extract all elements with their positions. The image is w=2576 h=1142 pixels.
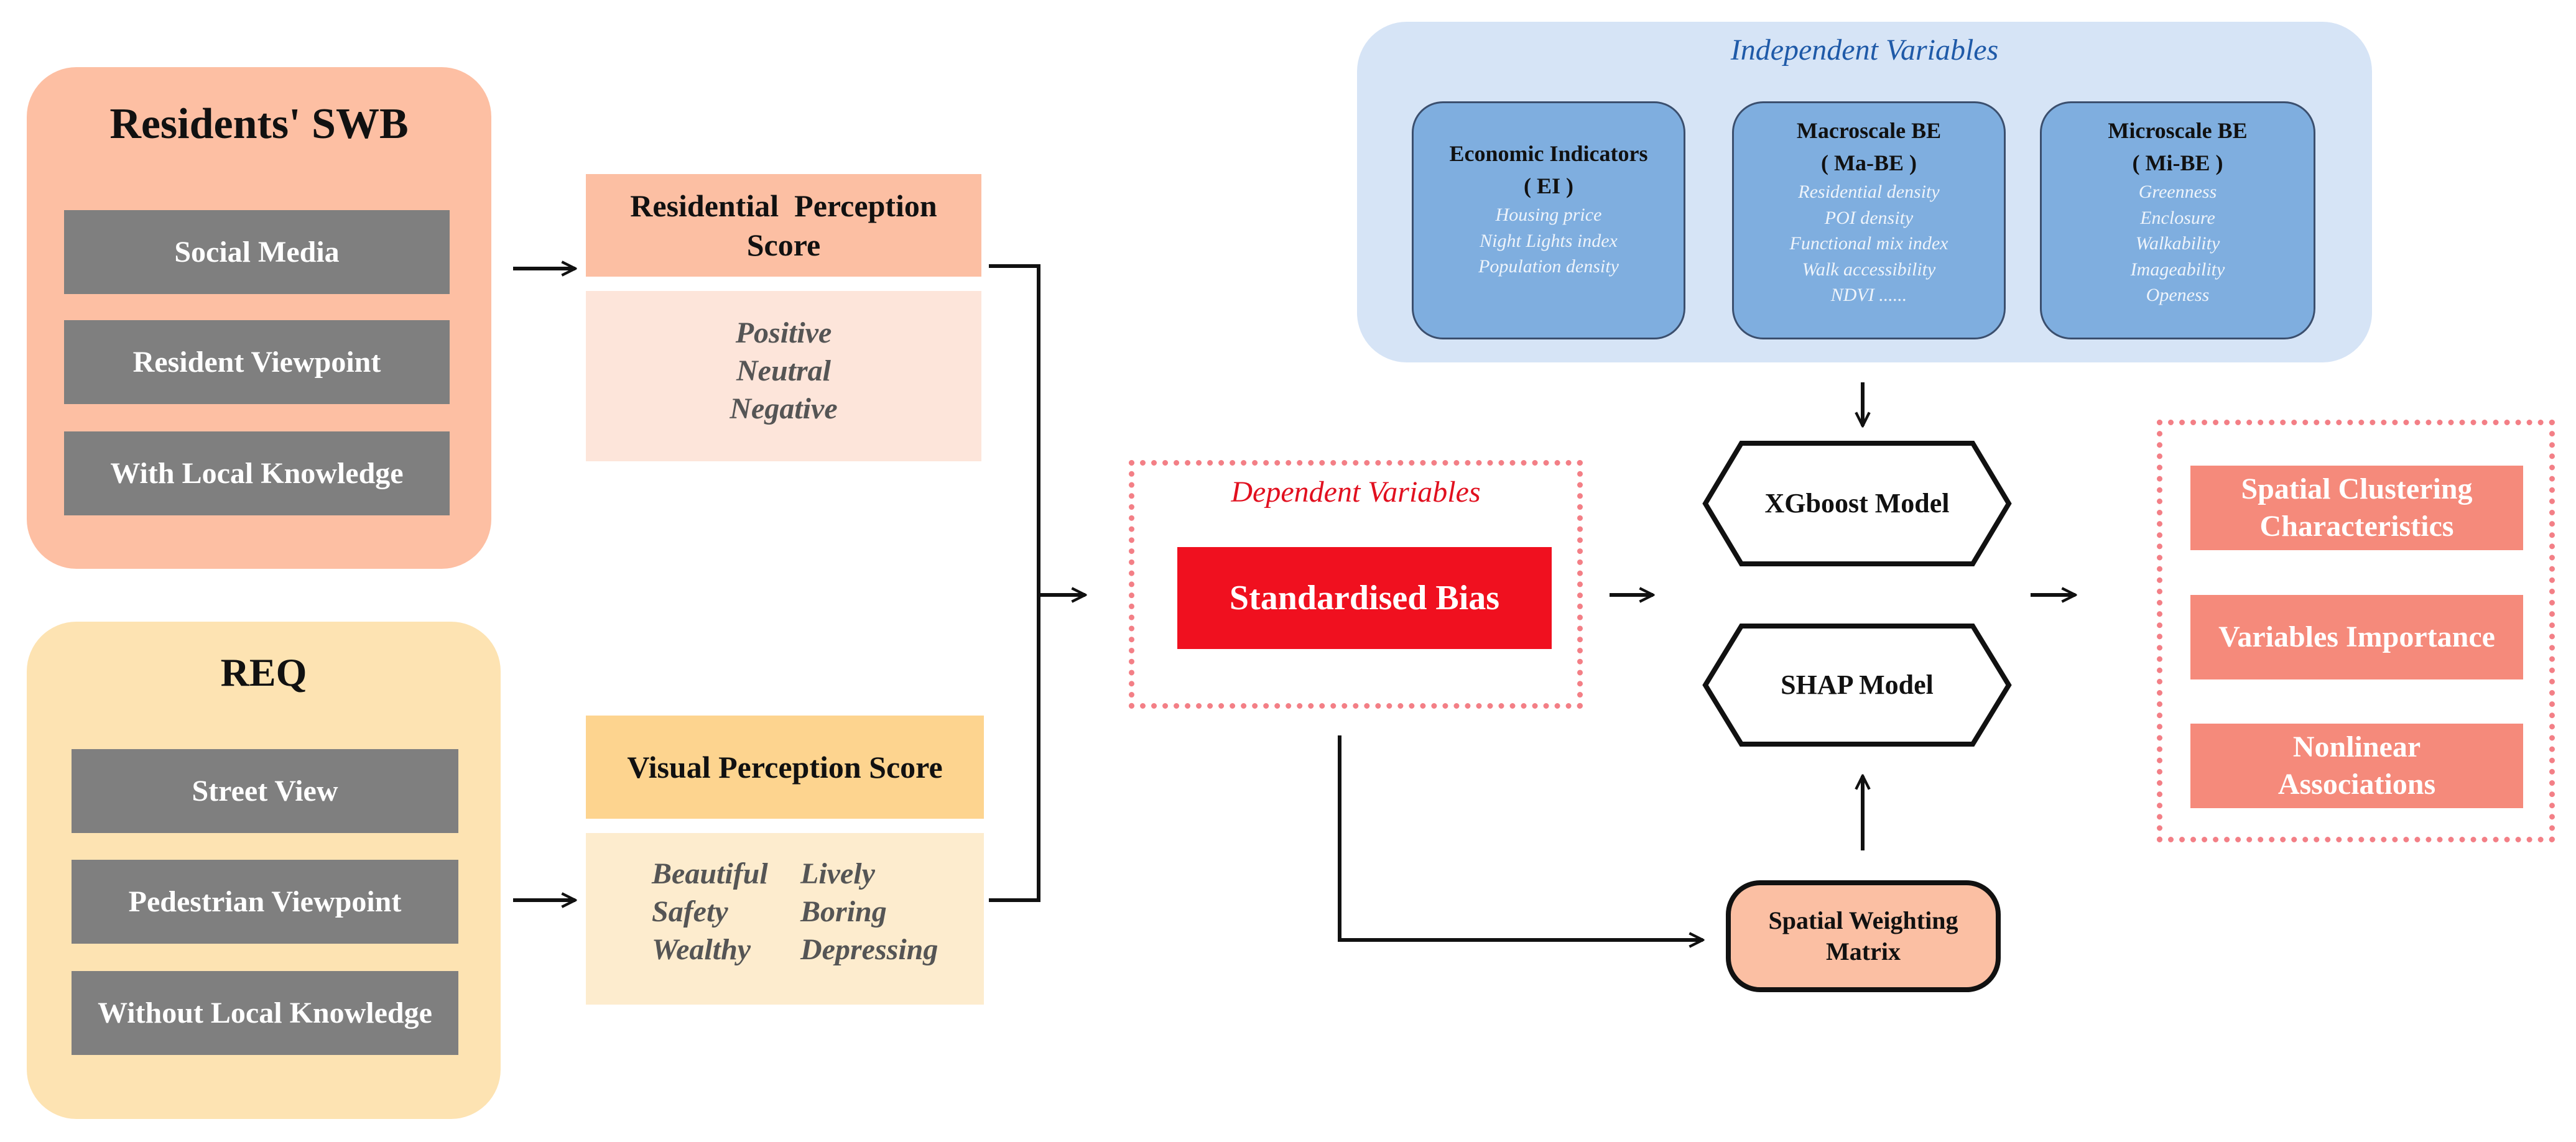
req-item-street-view: Street View [72,749,458,833]
mabe-item: NDVI ...... [1830,284,1907,305]
arrow-dependent-to-spatial [1338,735,1703,940]
xgboost-model-label: XGboost Model [1764,488,1950,518]
residential-score-header: Residential Perception Score [586,174,981,277]
mibe-item: Enclosure [2140,207,2215,228]
card-macroscale-be: Macroscale BE ( Ma-BE ) Residential dens… [1732,101,2006,339]
swb-title: Residents' SWB [109,100,409,148]
mibe-item: Openess [2146,284,2210,305]
mibe-item: Walkability [2135,233,2220,254]
xgboost-hexagon [1702,441,2012,566]
ei-title: Economic Indicators [1449,141,1648,166]
req-title: REQ [220,650,307,694]
label-lively: Lively [800,857,875,890]
mabe-item: Walk accessibility [1802,259,1936,280]
swb-item-resident-viewpoint: Resident Viewpoint [64,320,450,404]
swb-item-local-knowledge: With Local Knowledge [64,431,450,515]
ei-abbrev: ( EI ) [1524,173,1573,199]
card-microscale-be: Microscale BE ( Mi-BE ) Greenness Enclos… [2040,101,2315,339]
label-depressing: Depressing [800,933,938,966]
visual-col-2: Lively Boring Depressing [800,855,938,969]
mibe-item: Imageability [2130,259,2225,280]
spatial-weighting-matrix-box: Spatial Weighting Matrix [1726,880,2001,992]
output-spatial-clustering: Spatial Clustering Characteristics [2190,466,2523,550]
visual-score-header: Visual Perception Score [586,716,984,819]
mibe-abbrev: ( Mi-BE ) [2132,150,2223,176]
swb-panel: Residents' SWB Social Media Resident Vie… [27,67,491,569]
output-variables-importance: Variables Importance [2190,595,2523,679]
req-panel: REQ Street View Pedestrian Viewpoint Wit… [27,622,501,1119]
output-nonlinear-associations: Nonlinear Associations [2190,724,2523,808]
label-negative: Negative [730,392,838,425]
label-boring: Boring [800,895,887,928]
req-item-pedestrian-viewpoint: Pedestrian Viewpoint [72,860,458,944]
label-neutral: Neutral [736,354,831,387]
mibe-title: Microscale BE [2108,118,2248,143]
independent-variables-title: Independent Variables [1730,34,1999,67]
label-wealthy: Wealthy [652,933,751,966]
mabe-item: POI density [1824,207,1914,228]
ei-item: Population density [1478,256,1619,277]
standardised-bias-box: Standardised Bias [1177,547,1552,649]
card-economic-indicators: Economic Indicators ( EI ) Housing price… [1412,101,1685,339]
dependent-variables-frame: Dependent Variables Standardised Bias [1129,460,1583,709]
ei-item: Housing price [1495,205,1602,226]
label-safety: Safety [652,895,728,928]
label-beautiful: Beautiful [652,857,768,890]
label-positive: Positive [735,316,832,349]
mabe-item: Residential density [1798,182,1940,203]
swb-item-social-media: Social Media [64,210,450,294]
residential-score-body: Positive Neutral Negative [586,291,981,461]
shap-hexagon [1702,624,2012,747]
visual-col-1: Beautiful Safety Wealthy [652,855,768,969]
req-item-no-local-knowledge: Without Local Knowledge [72,971,458,1055]
independent-variables-panel: Independent Variables Economic Indicator… [1357,22,2372,362]
ei-item: Night Lights index [1480,230,1618,251]
dependent-variables-title: Dependent Variables [1231,476,1481,509]
mabe-item: Functional mix index [1789,233,1948,254]
visual-score-body: Beautiful Safety Wealthy Lively Boring D… [586,833,984,1005]
mibe-item: Greenness [2138,182,2217,203]
outputs-frame: Spatial Clustering Characteristics Varia… [2157,420,2555,842]
mabe-abbrev: ( Ma-BE ) [1821,150,1917,176]
mabe-title: Macroscale BE [1796,118,1942,143]
merge-bracket [989,264,1040,902]
shap-model-label: SHAP Model [1781,670,1934,700]
